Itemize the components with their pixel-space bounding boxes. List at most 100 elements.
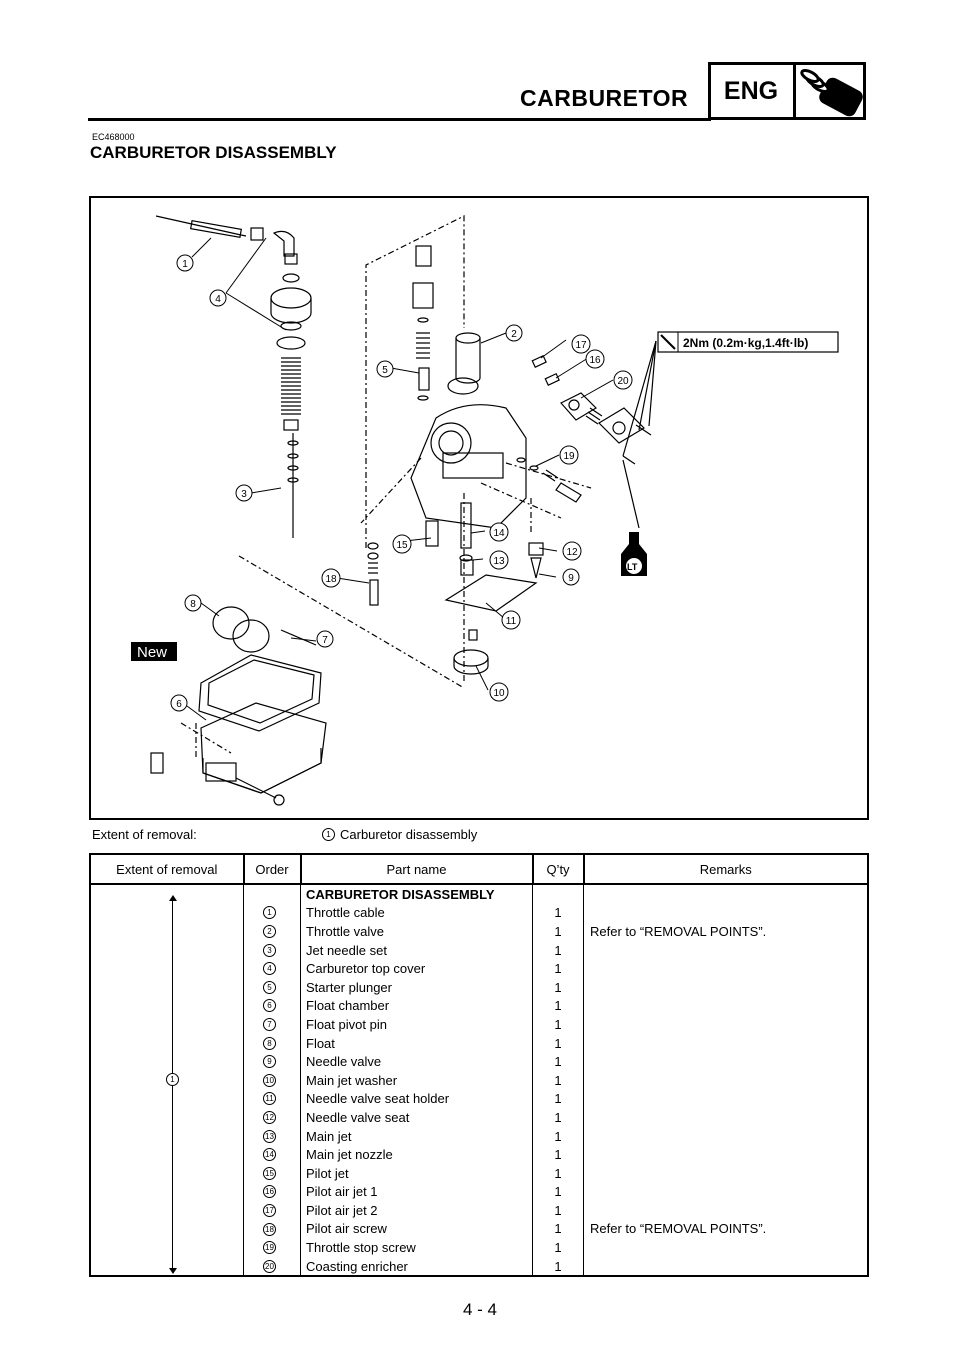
- part-remarks: [583, 940, 869, 960]
- callout-16: 16: [585, 349, 605, 369]
- eng-badge-label: ENG: [723, 77, 779, 105]
- torque-wrench-icon: [660, 334, 676, 350]
- section-title: CARBURETOR DISASSEMBLY: [90, 143, 337, 162]
- callout-13: 13: [489, 550, 509, 570]
- svg-text:19: 19: [563, 451, 575, 462]
- order-number: 17: [243, 1201, 301, 1220]
- order-circle: 18: [263, 1222, 276, 1236]
- part-remarks: [583, 1070, 869, 1090]
- part-remarks: [583, 1108, 869, 1127]
- part-qty: 1: [532, 922, 584, 941]
- svg-text:4: 4: [215, 294, 221, 305]
- part-qty: 1: [532, 1015, 584, 1034]
- extent-cell: [89, 996, 244, 1016]
- svg-text:17: 17: [575, 340, 587, 351]
- part-name: Main jet washer: [300, 1070, 533, 1090]
- order-number: 7: [243, 1015, 301, 1034]
- table-header-row: Extent of removal Order Part name Q’ty R…: [89, 853, 869, 885]
- torque-spec-box: [657, 331, 839, 353]
- order-number: 11: [243, 1089, 301, 1109]
- callout-20: 20: [613, 370, 633, 390]
- exploded-diagram: 2Nm (0.2m·kg,1.4ft·lb) LT New: [131, 215, 839, 806]
- part-qty: 1: [532, 1201, 584, 1220]
- callout-7: 7: [316, 630, 334, 648]
- part-qty: 1: [532, 1163, 584, 1183]
- callout-6: 6: [170, 694, 188, 712]
- callout-11: 11: [501, 610, 521, 630]
- part-remarks: [583, 1015, 869, 1034]
- svg-text:13: 13: [493, 556, 505, 567]
- callout-14: 14: [489, 522, 509, 542]
- svg-text:14: 14: [493, 528, 505, 539]
- order-number: 20: [243, 1256, 301, 1278]
- order-number: 9: [243, 1052, 301, 1071]
- part-qty: 1: [532, 977, 584, 997]
- extent-arrow-down-icon: [169, 1268, 177, 1274]
- section-code: EC468000: [92, 132, 135, 142]
- callout-18: 18: [321, 568, 341, 588]
- order-number: 13: [243, 1126, 301, 1146]
- svg-text:18: 18: [325, 574, 337, 585]
- engine-piston-icon: [800, 68, 863, 117]
- callout-10: 10: [489, 682, 509, 702]
- extent-label: Extent of removal:: [92, 827, 197, 842]
- part-name: Needle valve: [300, 1052, 533, 1071]
- part-remarks: [583, 903, 869, 923]
- extent-number: 1: [322, 828, 335, 842]
- svg-text:2: 2: [511, 329, 517, 340]
- callout-17: 17: [571, 334, 591, 354]
- callout-1: 1: [176, 254, 194, 272]
- callout-3: 3: [235, 484, 253, 502]
- group-title-row: CARBURETOR DISASSEMBLY: [89, 884, 869, 904]
- part-remarks: [583, 1182, 869, 1202]
- extent-cell: [89, 977, 244, 997]
- order-circle: 2: [263, 925, 276, 939]
- part-remarks: [583, 1145, 869, 1164]
- callout-19: 19: [559, 445, 579, 465]
- part-name: Main jet nozzle: [300, 1145, 533, 1164]
- order-circle: 9: [263, 1055, 276, 1069]
- part-name: Float pivot pin: [300, 1015, 533, 1034]
- header-order: Order: [242, 853, 302, 885]
- order-number: 8: [243, 1033, 301, 1053]
- part-remarks: [583, 1033, 869, 1053]
- part-name: Coasting enricher: [300, 1256, 533, 1278]
- extent-cell: [89, 1033, 244, 1053]
- header-extent: Extent of removal: [89, 853, 245, 885]
- part-name: Pilot air jet 2: [300, 1201, 533, 1220]
- part-remarks: [583, 1238, 869, 1257]
- order-number: 4: [243, 959, 301, 978]
- order-circle: 13: [263, 1129, 276, 1143]
- part-qty: 1: [532, 1182, 584, 1202]
- extent-cell: [89, 1201, 244, 1220]
- order-number: 12: [243, 1108, 301, 1127]
- svg-text:3: 3: [241, 489, 247, 500]
- group-title: CARBURETOR DISASSEMBLY: [300, 884, 533, 904]
- part-name: Throttle stop screw: [300, 1238, 533, 1257]
- order-circle: 1: [263, 906, 276, 920]
- part-remarks: [583, 1163, 869, 1183]
- lt-label: LT: [627, 562, 638, 572]
- new-badge: [131, 642, 177, 661]
- order-number: 6: [243, 996, 301, 1016]
- part-remarks: [583, 1089, 869, 1109]
- order-circle: 15: [263, 1166, 276, 1180]
- order-circle: 7: [263, 1017, 276, 1031]
- order-circle: 3: [263, 943, 276, 957]
- order-number: 16: [243, 1182, 301, 1202]
- new-badge-label: New: [137, 644, 167, 661]
- parts-table: Extent of removal Order Part name Q’ty R…: [89, 853, 869, 1278]
- order-circle: 17: [263, 1203, 276, 1217]
- extent-cell: [89, 903, 244, 923]
- part-name: Starter plunger: [300, 977, 533, 997]
